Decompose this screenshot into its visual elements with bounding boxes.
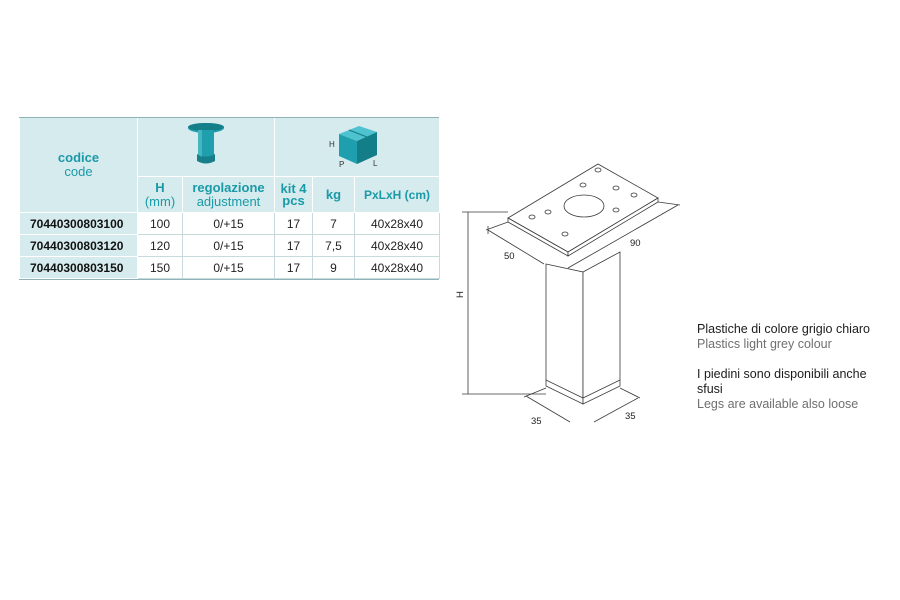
note-loose-legs: I piedini sono disponibili anche sfusi L…: [697, 367, 892, 412]
header-kg: kg: [312, 176, 355, 213]
row-adjustment: 0/+15: [182, 256, 275, 279]
dim-35-left-line: [525, 395, 571, 423]
row-dimensions: 40x28x40: [354, 256, 440, 279]
product-notes: Plastiche di colore grigio chiaro Plasti…: [697, 322, 892, 412]
row-kit: 17: [274, 256, 313, 279]
header-kit: kit 4 pcs: [274, 176, 313, 213]
dim-35-right-line: [593, 397, 639, 423]
note-plastics-en: Plastics light grey colour: [697, 337, 832, 351]
header-h: H (mm): [137, 176, 183, 213]
note-loose-legs-it: I piedini sono disponibili anche sfusi: [697, 367, 867, 396]
dim-35-right-label: 35: [625, 411, 636, 422]
leg-side-face: [582, 251, 621, 405]
row-h: 150: [137, 256, 183, 279]
row-dimensions: 40x28x40: [354, 212, 440, 235]
header-box-icon-cell: H P L: [274, 117, 440, 177]
header-adjustment: regolazione adjustment: [182, 176, 275, 213]
dim-50-line: [487, 229, 545, 265]
header-kg-label: kg: [325, 186, 342, 202]
header-h-unit: (mm): [144, 193, 176, 209]
row-code: 70440300803120: [19, 234, 138, 257]
row-kit: 17: [274, 212, 313, 235]
header-adjustment-en: adjustment: [196, 193, 261, 209]
dim-h-label: H: [455, 291, 466, 298]
header-dimensions: PxLxH (cm): [354, 176, 440, 213]
row-kg: 9: [312, 256, 355, 279]
dim-90-line: [567, 204, 679, 269]
header-code-en: code: [64, 164, 93, 179]
table-row: 70440300803120 120 0/+15 17 7,5 40x28x40: [19, 234, 440, 257]
package-box-icon: H P L: [329, 125, 378, 169]
box-letter-p: P: [339, 160, 344, 169]
header-adjustment-it: regolazione: [192, 179, 265, 195]
row-kg: 7: [312, 212, 355, 235]
row-kit: 17: [274, 234, 313, 257]
row-dimensions: 40x28x40: [354, 234, 440, 257]
table-row: 70440300803150 150 0/+15 17 9 40x28x40: [19, 256, 440, 279]
header-leg-icon-cell: [137, 117, 275, 177]
spec-table: codice code H P: [19, 117, 440, 280]
table-row: 70440300803100 100 0/+15 17 7 40x28x40: [19, 212, 440, 235]
header-dimensions-label: PxLxH (cm): [363, 187, 431, 202]
header-code: codice code: [19, 117, 138, 213]
center-hole: [563, 194, 605, 218]
leg-technical-drawing: 50 90 H 35 35: [455, 163, 681, 427]
dim-50-label: 50: [504, 251, 515, 262]
row-code: 70440300803150: [19, 256, 138, 279]
dim-35-left-label: 35: [531, 416, 542, 427]
leveler-foot-icon: [188, 122, 224, 163]
screw-holes: [528, 167, 638, 237]
row-code: 70440300803100: [19, 212, 138, 235]
product-table: codice code H P: [19, 117, 440, 279]
header-kit-label: kit 4: [280, 180, 307, 196]
row-adjustment: 0/+15: [182, 212, 275, 235]
note-loose-legs-en: Legs are available also loose: [697, 397, 859, 411]
note-plastics-it: Plastiche di colore grigio chiaro: [697, 322, 871, 336]
note-plastics: Plastiche di colore grigio chiaro Plasti…: [697, 322, 892, 352]
row-h: 120: [137, 234, 183, 257]
row-kg: 7,5: [312, 234, 355, 257]
box-letter-l: L: [373, 159, 378, 168]
dim-90-label: 90: [630, 238, 641, 249]
header-kit-unit: pcs: [282, 192, 305, 208]
header-h-label: H: [155, 179, 165, 195]
row-h: 100: [137, 212, 183, 235]
row-adjustment: 0/+15: [182, 234, 275, 257]
box-letter-h: H: [329, 140, 335, 149]
header-code-it: codice: [57, 150, 100, 165]
